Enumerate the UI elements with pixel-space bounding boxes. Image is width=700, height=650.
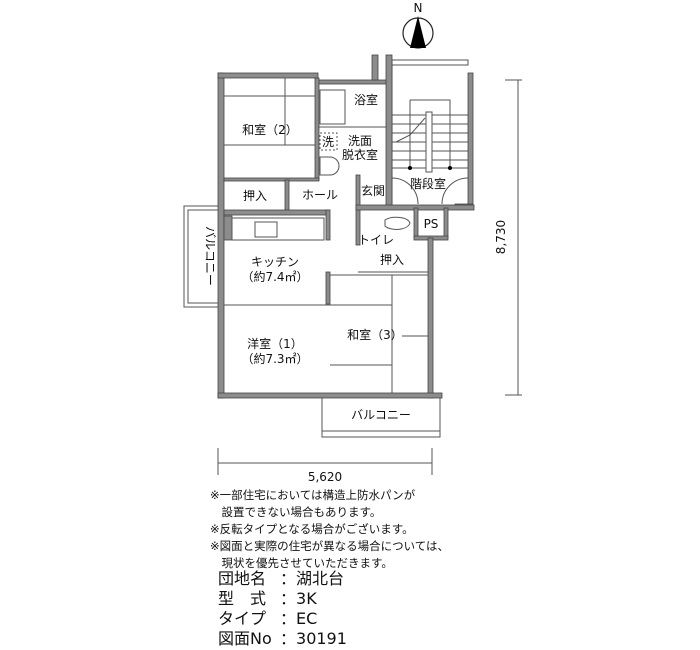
room-kitchen-area: （約7.4㎡） <box>241 269 308 284</box>
room-western-1-area: （約7.3㎡） <box>241 351 308 366</box>
notes: ※一部住宅においては構造上防水パンが 設置できない場合もあります。 ※反転タイプ… <box>210 487 449 572</box>
variant-label: タイプ <box>218 609 267 628</box>
room-entrance: 玄関 <box>361 183 385 198</box>
room-stairs: 階段室 <box>410 176 446 191</box>
variant: EC <box>296 609 318 628</box>
name-label: 団地名 <box>218 569 267 588</box>
interior-lines <box>217 78 522 475</box>
walls <box>217 54 475 399</box>
dimension-depth: 8,730 <box>494 220 508 254</box>
room-bath: 浴室 <box>354 92 378 107</box>
complex-name: 湖北台 <box>296 569 345 588</box>
note-line: ※図面と実際の住宅が異なる場合については、 <box>210 539 450 553</box>
room-western-1: 洋室（1） <box>247 336 303 351</box>
property-info: 団地名：湖北台 型 式：3K タイプ：EC 図面No：30191 <box>218 569 347 648</box>
compass-label: N <box>414 1 423 15</box>
drawing-label: 図面No <box>218 629 272 648</box>
room-washroom-2: 脱衣室 <box>342 147 378 162</box>
room-washitsu-3: 和室（3） <box>347 327 403 342</box>
dimension-width: 5,620 <box>308 470 342 484</box>
room-balcony-bottom: バルコニー <box>351 408 411 422</box>
room-balcony-left: バルコニー <box>203 226 217 286</box>
washer-pan: 洗 <box>322 135 334 149</box>
note-line: 設置できない場合もあります。 <box>210 505 382 519</box>
note-line: ※反転タイプとなる場合がございます。 <box>210 522 414 536</box>
room-closet-2: 押入 <box>380 253 404 267</box>
note-line: 現状を優先させていただきます。 <box>210 556 393 570</box>
room-kitchen: キッチン <box>251 255 299 269</box>
room-washitsu-2: 和室（2） <box>242 122 298 137</box>
room-toilet: トイレ <box>358 233 394 247</box>
room-ps: PS <box>424 217 439 231</box>
drawing-number: 30191 <box>296 629 347 648</box>
room-hall: ホール <box>302 188 338 202</box>
north-compass-icon: N <box>402 1 434 49</box>
room-closet-1: 押入 <box>243 189 267 203</box>
note-line: ※一部住宅においては構造上防水パンが <box>210 488 416 502</box>
type-label: 型 式 <box>218 589 267 608</box>
room-washroom: 洗面 <box>348 134 372 148</box>
layout-type: 3K <box>296 589 317 608</box>
